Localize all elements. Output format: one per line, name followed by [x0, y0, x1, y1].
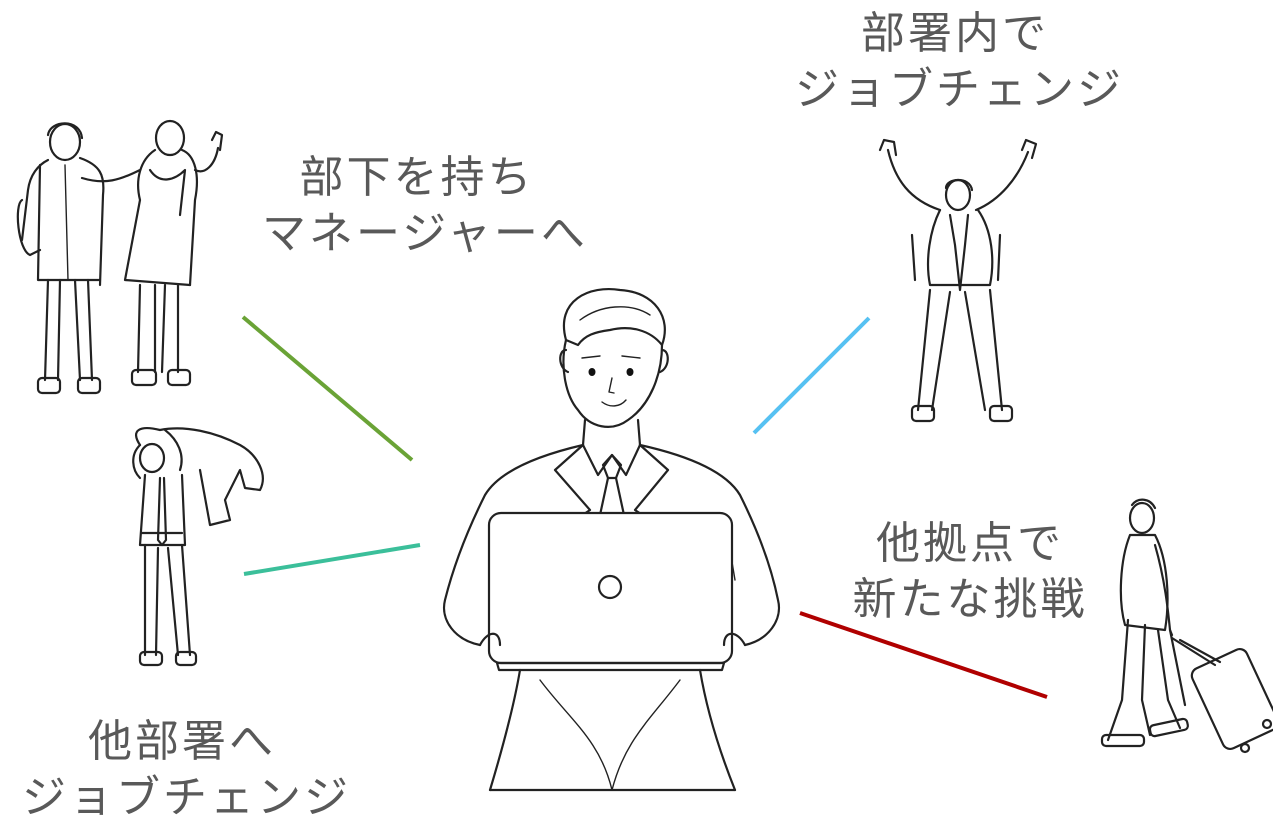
- label-same-dept: 部署内で ジョブチェンジ: [795, 6, 1124, 118]
- label-manager-line1: 部下を持ち: [299, 152, 535, 203]
- label-manager: 部下を持ち マネージャーへ: [262, 150, 588, 262]
- connector-other-dept: [243, 543, 421, 576]
- connector-other-site: [799, 611, 1048, 699]
- diagram-canvas: [16, 119, 1273, 792]
- label-other-site-line2: 新たな挑戦: [852, 574, 1088, 625]
- label-other-dept-line1: 他部署へ: [88, 716, 276, 767]
- man-putting-on-jacket-illustration: [132, 427, 264, 667]
- man-walking-with-suitcase-illustration: [1100, 498, 1273, 754]
- label-other-site-line1: 他拠点で: [876, 518, 1064, 569]
- label-same-dept-line2: ジョブチェンジ: [795, 64, 1124, 115]
- connector-same-dept: [752, 316, 871, 435]
- label-manager-line2: マネージャーへ: [262, 208, 588, 259]
- man-raising-arms-illustration: [878, 138, 1038, 423]
- label-other-site: 他拠点で 新たな挑戦: [850, 516, 1090, 628]
- label-other-dept: 他部署へ ジョブチェンジ: [22, 714, 348, 826]
- label-same-dept-line1: 部署内で: [861, 8, 1049, 59]
- two-people-illustration: [16, 119, 224, 395]
- man-with-laptop-illustration: [442, 288, 781, 792]
- connector-manager: [241, 315, 414, 462]
